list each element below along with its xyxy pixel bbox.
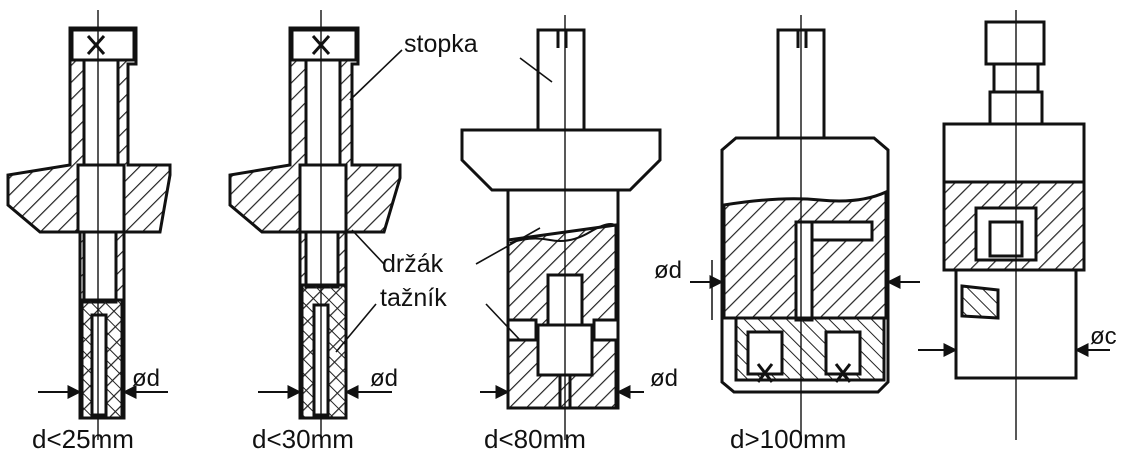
leader-lines [335, 49, 553, 353]
diameter-label-5: øc [1090, 323, 1117, 350]
label-taznik: tažník [380, 284, 447, 312]
caption-d100: d>100mm [730, 424, 846, 454]
holder-d80 [460, 15, 662, 440]
holder-d100 [690, 15, 920, 440]
caption-d25: d<25mm [32, 424, 134, 454]
caption-d30: d<30mm [252, 424, 354, 454]
holder-d25 [6, 10, 172, 440]
diameter-label-2: ød [370, 365, 398, 392]
label-drzak: držák [382, 250, 444, 278]
caption-d80: d<80mm [484, 424, 586, 454]
diameter-label-1: ød [132, 365, 160, 392]
diameter-label-3: ød [650, 365, 678, 392]
holder-5 [918, 10, 1110, 440]
diameter-label-4: ød [654, 257, 682, 284]
label-stopka: stopka [404, 30, 478, 58]
holder-d30 [228, 10, 402, 440]
